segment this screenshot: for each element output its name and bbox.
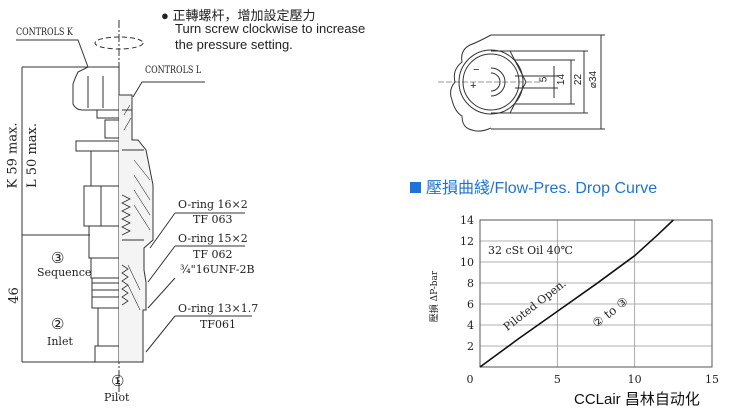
watermark: CCLair 昌林自动化 <box>574 391 700 408</box>
minus-sign: − <box>473 64 480 76</box>
port-1-number: ① <box>111 372 125 390</box>
port-3-name: Sequence <box>37 266 92 279</box>
plot-frame <box>479 219 713 368</box>
oring-2-code: TF 062 <box>193 248 233 261</box>
note-en-1: Turn screw clockwise to increase <box>175 21 366 36</box>
x-tick-label: 0 <box>467 373 474 386</box>
title-square-icon <box>410 182 421 193</box>
bullet: ● <box>161 8 169 23</box>
y-tick-label: 10 <box>460 256 474 269</box>
oring-1-code: TF 063 <box>193 213 233 226</box>
controls-k-label: CONTROLS K <box>16 27 73 38</box>
port-3-number: ③ <box>51 249 65 267</box>
x-tick-label: 5 <box>554 373 561 386</box>
y-tick-label: 6 <box>467 298 474 311</box>
knurled-knob <box>450 34 492 132</box>
rotation-arrow-icon <box>94 36 144 50</box>
knob <box>72 66 120 111</box>
y-tick-label: 14 <box>460 214 474 227</box>
chart-title-text: 壓損曲綫/Flow-Pres. Drop Curve <box>426 180 658 197</box>
port-2-number: ② <box>51 315 65 333</box>
controls-l-label: CONTROLS L <box>145 65 202 76</box>
x-tick-label: 10 <box>628 373 642 386</box>
port-2-name: Inlet <box>47 335 73 348</box>
oring-3-label: O-ring 13×1.7 <box>178 302 259 315</box>
oring-2-label: O-ring 15×2 <box>178 232 248 245</box>
note-en-2: the pressure setting. <box>175 37 293 52</box>
chart-title: 壓損曲綫/Flow-Pres. Drop Curve <box>410 174 657 198</box>
x-tick-label: 15 <box>705 373 719 386</box>
series-line <box>479 219 674 368</box>
plus-sign: + <box>470 80 477 92</box>
oil-annotation: 32 cSt Oil 40℃ <box>488 244 573 257</box>
oring-1-label: O-ring 16×2 <box>178 198 248 211</box>
spring <box>121 194 131 236</box>
top-view <box>438 34 605 132</box>
thread-label: ¾"16UNF-2B <box>180 263 255 276</box>
note-zh: 正轉螺杆，增加設定壓力 <box>172 8 316 23</box>
y-tick-label: 8 <box>467 277 474 290</box>
y-tick-label: 2 <box>467 340 474 353</box>
y-tick-label: 12 <box>460 235 474 248</box>
oring-3-code: TF061 <box>200 318 236 331</box>
y-tick-label: 4 <box>467 319 474 332</box>
port-1-name: Pilot <box>104 391 130 404</box>
y-axis-label: 壓損 ΔP-bar <box>430 270 441 323</box>
instruction-note: ● 正轉螺杆，增加設定壓力 <box>161 5 316 24</box>
